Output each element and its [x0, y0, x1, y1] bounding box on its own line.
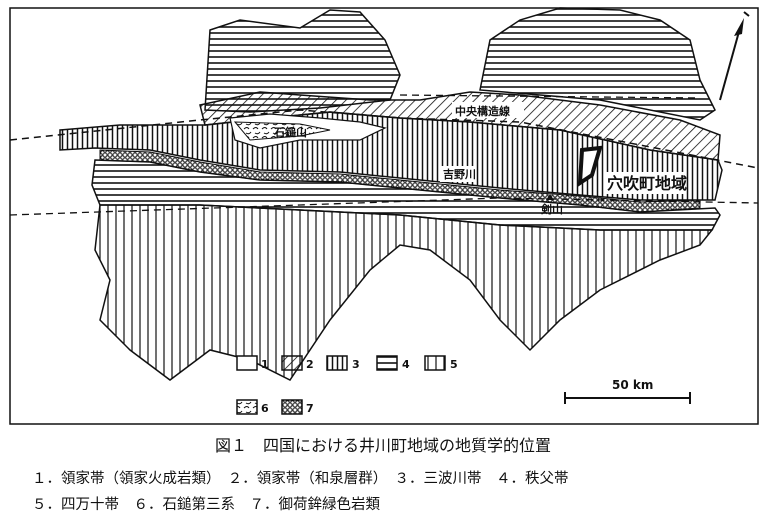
- label-tsurugi: 剣山: [540, 202, 563, 216]
- legend-swatch-6: [236, 399, 258, 415]
- legend: 1 2 3 4 5 6 7: [236, 355, 458, 415]
- legend-key: 7: [306, 402, 314, 415]
- zone-3-sambagawa: [59, 111, 723, 201]
- label-ishizuchi: 石鎚山: [273, 125, 307, 139]
- label-study-area: 穴吹町地域: [607, 174, 687, 193]
- legend-swatch-4: [376, 355, 398, 371]
- label-median-tectonic-line: 中央構造線: [455, 104, 510, 118]
- legend-description-line-2: ５．四万十帯 ６．石鎚第三系 ７．御荷鉾緑色岩類: [32, 497, 380, 513]
- legend-swatch-3: [326, 355, 348, 371]
- legend-swatch-1: [236, 355, 258, 371]
- figure-caption: 図１ 四国における井川町地域の地質学的位置: [214, 436, 551, 455]
- legend-swatch-2: [281, 355, 303, 371]
- legend-swatch-7: [281, 399, 303, 415]
- legend-key: 4: [402, 358, 410, 371]
- boundary-dashed-line: [399, 94, 701, 99]
- legend-key: 2: [306, 358, 314, 371]
- legend-key: 6: [261, 402, 269, 415]
- legend-key: 5: [450, 358, 458, 371]
- legend-swatch-5: [424, 355, 446, 371]
- zone-5-shimanto: [94, 204, 714, 381]
- peak-icon: [546, 194, 554, 200]
- legend-key: 1: [261, 358, 269, 371]
- study-area-outline: [577, 145, 603, 187]
- zone-6-ishizuchi-tertiary: [233, 121, 331, 141]
- label-yoshino-river: 吉野川: [443, 167, 476, 181]
- north-arrow-icon: [719, 11, 750, 101]
- scale-bar: 50 km: [564, 378, 691, 404]
- legend-key: 3: [352, 358, 360, 371]
- zone-4-honshu-east: [479, 7, 716, 121]
- geologic-map: 中央構造線 石鎚山 吉野川 穴吹町地域 剣山 1 2 3 4 5 6 7 50 …: [9, 7, 759, 425]
- map-frame: [9, 7, 759, 425]
- boundary-dashed-line: [9, 197, 759, 216]
- legend-description-line-1: １．領家帯（領家火成岩類） ２．領家帯（和泉層群） ３．三波川帯 ４．秩父帯: [32, 471, 569, 487]
- scale-label: 50 km: [612, 378, 653, 392]
